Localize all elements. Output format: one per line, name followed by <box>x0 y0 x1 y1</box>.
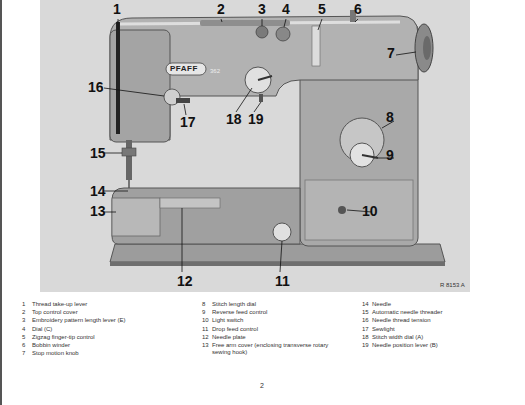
callout-number: 16 <box>88 80 104 95</box>
legend-text: Top control cover <box>32 309 78 316</box>
legend-number: 5 <box>22 334 25 341</box>
page-number: 2 <box>260 382 264 390</box>
figure-reference: R 8153 A <box>440 282 465 289</box>
top-control-cover <box>200 20 290 26</box>
stitch-width-dial <box>245 67 271 93</box>
zigzag-control <box>312 26 320 66</box>
callout-number: 13 <box>90 204 106 219</box>
legend-text: Sewlight <box>372 326 395 333</box>
legend-text: Needle thread tension <box>372 317 431 324</box>
legend-number: 12 <box>202 334 209 341</box>
drop-feed-control <box>273 223 291 241</box>
legend-text: Dial (C) <box>32 326 52 333</box>
needle-position-lever <box>259 94 263 102</box>
legend-number: 18 <box>362 334 369 341</box>
callout-number: 9 <box>386 148 394 163</box>
legend-text: Stitch length dial <box>212 301 256 308</box>
take-up-lever <box>116 22 120 134</box>
callout-number: 7 <box>387 46 395 61</box>
dial-pointer <box>258 76 272 80</box>
brand-name: PFAFF <box>170 65 198 74</box>
callout-number: 6 <box>354 2 362 17</box>
legend-text: Needle plate <box>212 334 246 341</box>
legend-text: Needle <box>372 301 391 308</box>
handwheel <box>415 24 433 72</box>
legend-number: 2 <box>22 309 25 316</box>
legend-text: Light switch <box>212 317 243 324</box>
photo-ground <box>40 0 470 292</box>
callout-number: 14 <box>90 184 106 199</box>
base-edge <box>110 262 445 266</box>
callout-number: 3 <box>258 2 266 17</box>
pattern-lever <box>256 26 268 38</box>
sewlight <box>176 98 190 103</box>
legend-number: 7 <box>22 350 25 357</box>
legend-number: 6 <box>22 342 25 349</box>
callout-number: 4 <box>282 2 290 17</box>
base-plate <box>110 244 445 262</box>
legend-text: Embroidery pattern length lever (E) <box>32 317 125 324</box>
needle-plate <box>160 198 220 208</box>
legend-number: 16 <box>362 317 369 324</box>
stitch-length-dial <box>340 118 384 162</box>
legend-number: 11 <box>202 326 208 333</box>
callout-number: 10 <box>362 204 378 219</box>
legend-number: 17 <box>362 326 369 333</box>
callout-number: 12 <box>177 274 193 289</box>
legend-text: Reverse feed control <box>212 309 267 316</box>
legend-text: Needle position lever (B) <box>372 342 438 349</box>
legend-text: Automatic needle threader <box>372 309 442 316</box>
legend-text: Drop feed control <box>212 326 258 333</box>
legend-text: Stitch width dial (A) <box>372 334 423 341</box>
callout-number: 11 <box>275 274 290 289</box>
callout-number: 15 <box>90 146 106 161</box>
needle-threader <box>122 148 136 156</box>
legend-number: 8 <box>202 301 205 308</box>
model-number: 362 <box>210 68 220 75</box>
needle-bar <box>126 140 132 180</box>
legend-text: Bobbin winder <box>32 342 70 349</box>
legend-number: 4 <box>22 326 25 333</box>
legend-text: Stop motion knob <box>32 350 79 357</box>
legend-number: 15 <box>362 309 369 316</box>
dial-c <box>276 27 290 41</box>
legend-number: 10 <box>202 317 209 324</box>
free-arm <box>112 188 300 244</box>
legend-text: Zigzag finger-tip control <box>32 334 95 341</box>
callout-number: 18 <box>226 112 242 127</box>
legend-number: 1 <box>22 301 25 308</box>
cabinet-front <box>305 180 413 240</box>
legend-number: 14 <box>362 301 369 308</box>
callout-number: 5 <box>318 2 326 17</box>
legend-number: 3 <box>22 317 25 324</box>
callout-number: 17 <box>180 115 196 130</box>
legend-text: Free arm cover (enclosing transverse rot… <box>212 342 337 355</box>
callout-number: 19 <box>248 112 264 127</box>
legend-number: 19 <box>362 342 369 349</box>
page-edge <box>0 0 2 405</box>
legend-number: 9 <box>202 309 205 316</box>
callout-number: 8 <box>386 110 394 125</box>
light-switch <box>338 206 346 214</box>
legend-text: Thread take-up lever <box>32 301 87 308</box>
free-arm-cover <box>112 198 160 236</box>
brand-badge <box>166 63 206 75</box>
reverse-lever <box>362 155 378 158</box>
stop-motion-knob <box>423 36 431 60</box>
legend-number: 13 <box>202 342 209 349</box>
leader-lines <box>104 19 416 272</box>
callout-number: 2 <box>217 2 225 17</box>
callout-number: 1 <box>113 2 121 17</box>
